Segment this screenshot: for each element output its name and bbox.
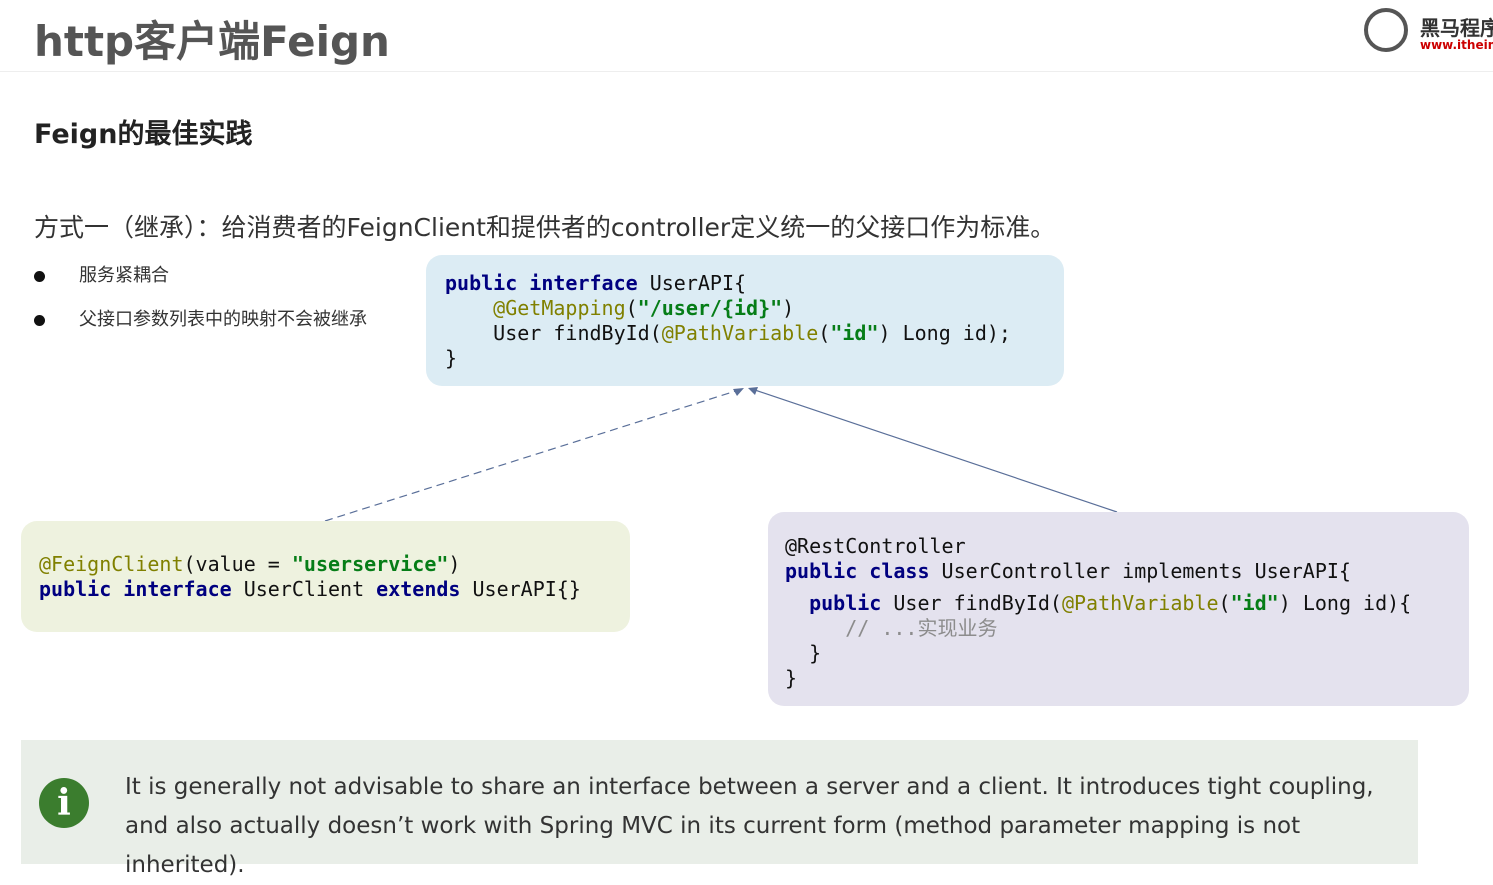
arrow-head <box>748 387 758 395</box>
bullet-item: 服务紧耦合 <box>34 261 169 287</box>
bullet-dot <box>34 314 45 326</box>
section-title: Feign的最佳实践 <box>34 119 253 150</box>
code-block: public interface UserAPI{ @GetMapping("/… <box>445 271 1011 370</box>
logo-url: www.itheima.com <box>1420 38 1493 52</box>
logo-text: 黑马程序员 <box>1420 16 1493 40</box>
code-block: @RestController public class UserControl… <box>785 534 1412 690</box>
bullet-text: 服务紧耦合 <box>79 265 169 286</box>
bullet-item: 父接口参数列表中的映射不会被继承 <box>34 305 367 331</box>
header-divider <box>0 71 1493 72</box>
code-block: @FeignClient(value = "userservice") publ… <box>39 552 581 601</box>
method-description: 方式一（继承）：给消费者的FeignClient和提供者的controller定… <box>34 213 1056 242</box>
info-text: It is generally not advisable to share a… <box>125 774 1374 878</box>
userclient-code-box: @FeignClient(value = "userservice") publ… <box>21 521 630 632</box>
solid-arrow <box>751 388 1118 513</box>
usercontroller-code-box: @RestController public class UserControl… <box>768 512 1469 706</box>
bullet-text: 父接口参数列表中的映射不会被继承 <box>79 309 367 330</box>
info-callout: i It is generally not advisable to share… <box>21 740 1418 878</box>
horse-logo-icon <box>1364 8 1408 52</box>
info-icon: i <box>39 778 89 828</box>
logo: 黑马程序员 www.itheima.com <box>1364 6 1493 56</box>
dashed-arrow <box>324 388 743 522</box>
page-title: http客户端Feign <box>34 17 390 66</box>
userapi-code-box: public interface UserAPI{ @GetMapping("/… <box>426 255 1064 386</box>
arrow-head <box>733 388 744 396</box>
bullet-dot <box>34 270 45 282</box>
